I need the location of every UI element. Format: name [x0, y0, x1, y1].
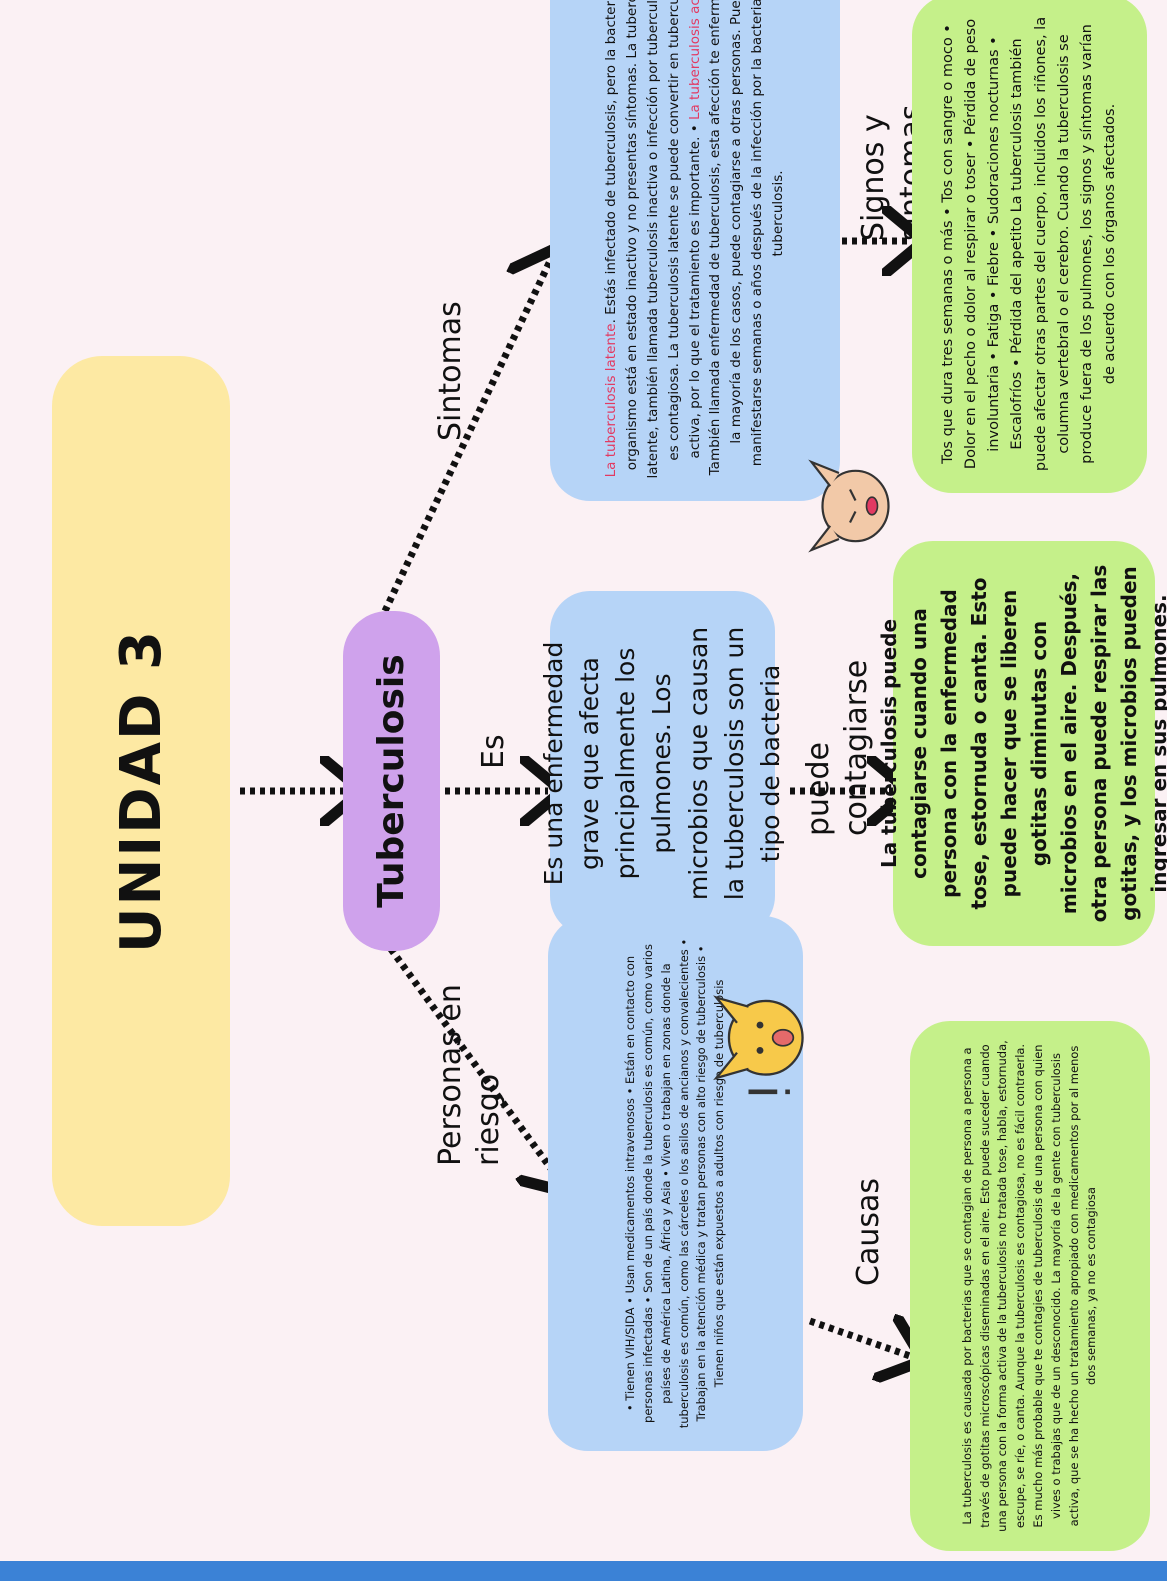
tuberculosis-node: Tuberculosis: [343, 611, 440, 951]
label-sintomas: Sintomas: [433, 301, 468, 441]
shocked-face-illustration-yellow: [713, 995, 804, 1095]
label-personas-riesgo-line2: riesgo: [470, 1073, 506, 1166]
tuberculosis-label: Tuberculosis: [371, 654, 412, 908]
causas-box: La tuberculosis es causada por bacterias…: [910, 1021, 1150, 1551]
contagio-box: La tuberculosis puede contagiarse cuando…: [877, 541, 1167, 946]
unidad-title-box: UNIDAD 3: [52, 356, 230, 1226]
es-definition-box: Es una enfermedad grave que afecta princ…: [539, 591, 785, 936]
latente-highlight: La tuberculosis latente: [602, 323, 619, 478]
label-causas: Causas: [851, 1178, 886, 1286]
sintomas-text: La tuberculosis latente. Estás infectado…: [587, 0, 803, 501]
label-personas-riesgo-line1: Personas en: [433, 984, 468, 1166]
link-tuberculosis-sintomas: [381, 261, 550, 613]
causas-text: La tuberculosis es causada por bacterias…: [959, 1040, 1099, 1532]
activa-highlight: La tuberculosis activa: [686, 0, 703, 121]
signos-sintomas-box: Tos que dura tres semanas o más • Tos co…: [912, 0, 1147, 493]
page-title: UNIDAD 3: [108, 629, 174, 953]
sick-face-illustration-pink: [808, 459, 890, 553]
link-riesgo-causas: [808, 1321, 910, 1356]
label-es: Es: [476, 734, 511, 769]
contagio-text: La tuberculosis puede contagiarse cuando…: [877, 564, 1167, 923]
sintomas-box: La tuberculosis latente. Estás infectado…: [550, 0, 840, 501]
es-definition-text: Es una enfermedad grave que afecta princ…: [538, 626, 786, 901]
signos-sintomas-text: Tos que dura tres semanas o más • Tos co…: [939, 16, 1119, 472]
label-personas-riesgo: Personas en riesgo: [432, 984, 507, 1166]
bottom-accent-bar: [0, 1561, 1167, 1581]
